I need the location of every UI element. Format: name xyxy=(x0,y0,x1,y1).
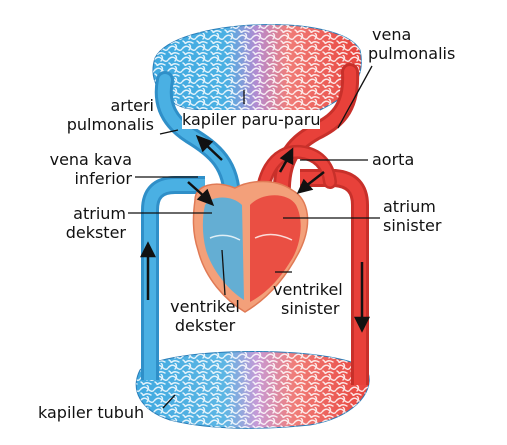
heart-left-side xyxy=(250,195,301,302)
leader-lines xyxy=(128,65,380,409)
label-ventrikel-dekster: ventrikel dekster xyxy=(170,297,240,335)
label-aorta: aorta xyxy=(372,150,415,169)
label-kapiler-paru-paru: kapiler paru-paru xyxy=(182,110,321,129)
label-atrium-dekster: atrium dekster xyxy=(65,204,126,242)
label-vena-kava-inferior: vena kava inferior xyxy=(49,150,132,188)
label-ventrikel-sinister: ventrikel sinister xyxy=(273,280,343,318)
heart-right-side xyxy=(202,197,244,300)
label-atrium-sinister: atrium sinister xyxy=(383,197,442,235)
flow-arrows xyxy=(139,134,371,333)
label-vena-pulmonalis: vena pulmonalis xyxy=(368,25,456,63)
label-arteri-pulmonalis: arteri pulmonalis xyxy=(66,96,154,134)
label-kapiler-tubuh: kapiler tubuh xyxy=(38,403,145,422)
